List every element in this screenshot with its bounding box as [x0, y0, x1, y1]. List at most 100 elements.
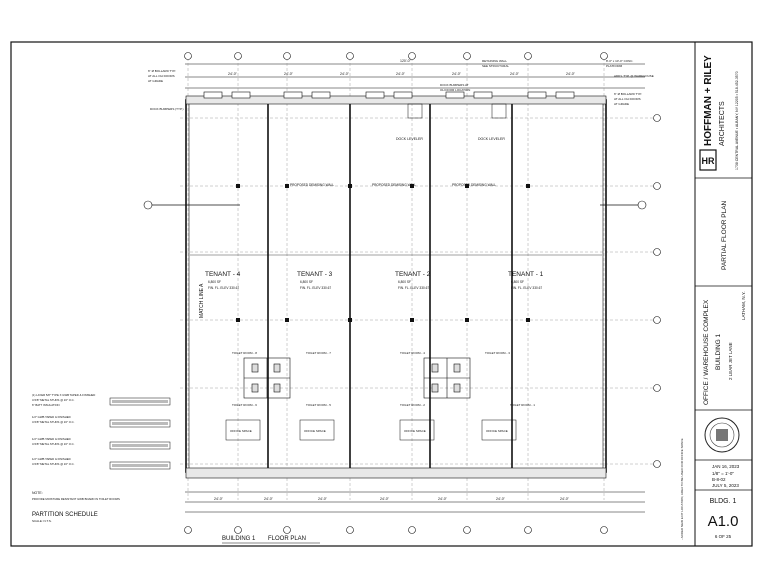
toilet-room-2: TOILET ROOM - 2 — [400, 403, 425, 407]
project-name: OFFICE / WAREHOUSE COMPLEX — [703, 299, 710, 405]
toilet-room-7: TOILET ROOM - 7 — [306, 351, 331, 355]
office-space-4: OFFICE SPACE — [230, 429, 252, 433]
svg-text:1/2" GWB TAPED & FINISHED: 1/2" GWB TAPED & FINISHED — [32, 437, 71, 441]
tenant-4-floor: FIN. FL. ELEV 330.67 — [208, 286, 239, 290]
dock-leveler-label-2: DOCK LEVELER — [478, 137, 505, 141]
seal-icon — [704, 417, 740, 453]
svg-text:AT GRADE: AT GRADE — [148, 79, 163, 83]
sheet-number: A1.0 — [708, 513, 739, 530]
svg-text:24'-0": 24'-0" — [284, 72, 294, 76]
firm-sub: ARCHITECTS — [719, 101, 726, 146]
columns — [236, 184, 530, 322]
svg-text:24'-0": 24'-0" — [340, 72, 350, 76]
svg-text:24'-0": 24'-0" — [380, 497, 390, 501]
svg-text:3-5/8" METAL STUDS @ 16" O.C.: 3-5/8" METAL STUDS @ 16" O.C. — [32, 398, 75, 402]
svg-text:3-5/8" METAL STUDS @ 16" O.C.: 3-5/8" METAL STUDS @ 16" O.C. — [32, 420, 75, 424]
office-space-2: OFFICE SPACE — [404, 429, 426, 433]
partition-note-3: PROPOSED DEMISING WALL — [290, 183, 334, 187]
svg-text:8'-0" x 10'-0" CONC.: 8'-0" x 10'-0" CONC. — [606, 59, 633, 63]
top-dim-text: 24'-0"24'-0" 24'-0"24'-0" 24'-0"24'-0" 2… — [228, 59, 576, 76]
svg-text:3-5/8" METAL STUDS @ 16" O.C.: 3-5/8" METAL STUDS @ 16" O.C. — [32, 442, 75, 446]
schedule-title: PARTITION SCHEDULE — [32, 512, 98, 518]
svg-text:6" BATT INSULATION: 6" BATT INSULATION — [32, 403, 60, 407]
tenant-1-area: 6,800 SF — [511, 280, 524, 284]
tenant-2-floor: FIN. FL. ELEV 330.67 — [398, 286, 429, 290]
toilet-room-1: TOILET ROOM - 1 — [510, 403, 535, 407]
svg-text:24'-0": 24'-0" — [264, 497, 274, 501]
firm-address: 1738 CENTRAL AVENUE • ALBANY, NY 12205 •… — [735, 71, 739, 170]
tenant-3-area: 6,800 SF — [300, 280, 313, 284]
svg-text:6" Ø BOLLARD TYP.: 6" Ø BOLLARD TYP. — [148, 69, 176, 73]
project-building: BUILDING 1 — [715, 333, 722, 370]
section-marker-icon-2 — [637, 200, 647, 210]
match-line-label: MATCH LINE A — [199, 283, 205, 318]
column-lines — [184, 52, 608, 534]
svg-text:120'-0": 120'-0" — [400, 59, 412, 63]
scale-value: 1/8" = 1'-0" — [712, 471, 734, 476]
svg-text:(1) LAYER 5/8" TYPE X GWB TAPE: (1) LAYER 5/8" TYPE X GWB TAPED & FINISH… — [32, 393, 95, 397]
svg-text:1/2" GWB TAPED & FINISHED: 1/2" GWB TAPED & FINISHED — [32, 415, 71, 419]
tenant-3-label: TENANT - 3 — [297, 271, 333, 278]
svg-text:24'-0": 24'-0" — [318, 497, 328, 501]
dock-leveler-label: DOCK LEVELER — [396, 137, 423, 141]
toilet-room-5: TOILET ROOM - 5 — [306, 403, 331, 407]
svg-text:1/2" GWB TAPED & FINISHED: 1/2" GWB TAPED & FINISHED — [32, 457, 71, 461]
office-space-1: OFFICE SPACE — [486, 429, 508, 433]
toilet-room-8: TOILET ROOM - 8 — [232, 351, 257, 355]
toilet-blocks — [243, 357, 471, 399]
svg-text:24'-0": 24'-0" — [214, 497, 224, 501]
title-block: HR HOFFMAN + RILEY ARCHITECTS 1738 CENTR… — [694, 41, 753, 547]
firm-name: HOFFMAN + RILEY — [703, 55, 714, 146]
side-note: - ADDED NEW EXIT LOCATION, AREA TO BE US… — [680, 438, 684, 540]
sheet-title: PARTIAL FLOOR PLAN — [721, 200, 728, 270]
svg-text:24'-0": 24'-0" — [438, 497, 448, 501]
row-lines — [180, 114, 661, 468]
svg-text:SEE STRUCTURAL: SEE STRUCTURAL — [482, 64, 509, 68]
svg-text:ADD'L TYP. @ WAREHOUSE: ADD'L TYP. @ WAREHOUSE — [614, 74, 654, 78]
tenant-4-label: TENANT - 4 — [205, 271, 241, 278]
dock-levelers — [407, 103, 507, 119]
revised-value: JULY 5, 2023 — [712, 483, 739, 488]
job-value: B-8-02 — [712, 477, 726, 482]
tenant-2-label: TENANT - 2 — [395, 271, 431, 278]
firm-mark: HR — [702, 156, 715, 166]
office-space-3: OFFICE SPACE — [304, 429, 326, 433]
svg-text:AT ALL OH DOORS: AT ALL OH DOORS — [148, 74, 175, 78]
svg-text:6" Ø BOLLARD TYP.: 6" Ø BOLLARD TYP. — [614, 92, 642, 96]
partition-schedule: (1) LAYER 5/8" TYPE X GWB TAPED & FINISH… — [32, 393, 171, 523]
plan-title-right: FLOOR PLAN — [268, 536, 306, 542]
tenant-3-floor: FIN. FL. ELEV 330.67 — [300, 286, 331, 290]
bottom-dim-text: 24'-0" 24'-0" 24'-0" 24'-0" 24'-0" 24'-0" 2… — [214, 497, 570, 501]
bottom-dimensions — [185, 491, 645, 513]
partition-note-2: PROPOSED DEMISING WALL — [372, 183, 416, 187]
svg-text:DOCK BUMPERS (TYP.): DOCK BUMPERS (TYP.) — [150, 107, 183, 111]
dock-doors — [203, 91, 575, 99]
office-spaces — [225, 419, 517, 441]
svg-text:24'-0": 24'-0" — [228, 72, 238, 76]
svg-text:AT GRADE: AT GRADE — [614, 102, 629, 106]
svg-text:24'-0": 24'-0" — [396, 72, 406, 76]
sheet-of: 6 OF 25 — [715, 534, 732, 539]
partition-note-1: PROPOSED DEMISING WALL — [452, 183, 496, 187]
bldg-label: BLDG. 1 — [710, 498, 737, 505]
project-address: 2 LEAR JET LANE — [728, 342, 733, 380]
schedule-scale: SCALE: N.T.S. — [32, 519, 52, 523]
svg-text:PROVIDE MOISTURE RESISTANT GWB: PROVIDE MOISTURE RESISTANT GWB BOARD IN … — [32, 497, 120, 501]
svg-text:OH DOOR LOCATION: OH DOOR LOCATION — [440, 88, 470, 92]
svg-text:DOCK BUMPERS AT: DOCK BUMPERS AT — [440, 83, 469, 87]
toilet-room-6: TOILET ROOM - 6 — [232, 403, 257, 407]
building-walls — [185, 95, 607, 479]
svg-text:24'-0": 24'-0" — [496, 497, 506, 501]
svg-text:24'-0": 24'-0" — [560, 497, 570, 501]
tenant-1-floor: FIN. FL. ELEV 330.67 — [511, 286, 542, 290]
top-dimensions — [185, 63, 645, 89]
svg-text:24'-0": 24'-0" — [566, 72, 576, 76]
tenant-4-area: 6,800 SF — [208, 280, 221, 284]
tenant-labels: TENANT - 4 6,800 SF FIN. FL. ELEV 330.67… — [205, 271, 544, 290]
tenant-1-label: TENANT - 1 — [508, 271, 544, 278]
svg-text:PLATFORM: PLATFORM — [606, 64, 623, 68]
date-value: JAN 16, 2023 — [712, 464, 740, 469]
section-marker-icon — [143, 200, 153, 210]
svg-text:RETAINING WALL: RETAINING WALL — [482, 59, 507, 63]
